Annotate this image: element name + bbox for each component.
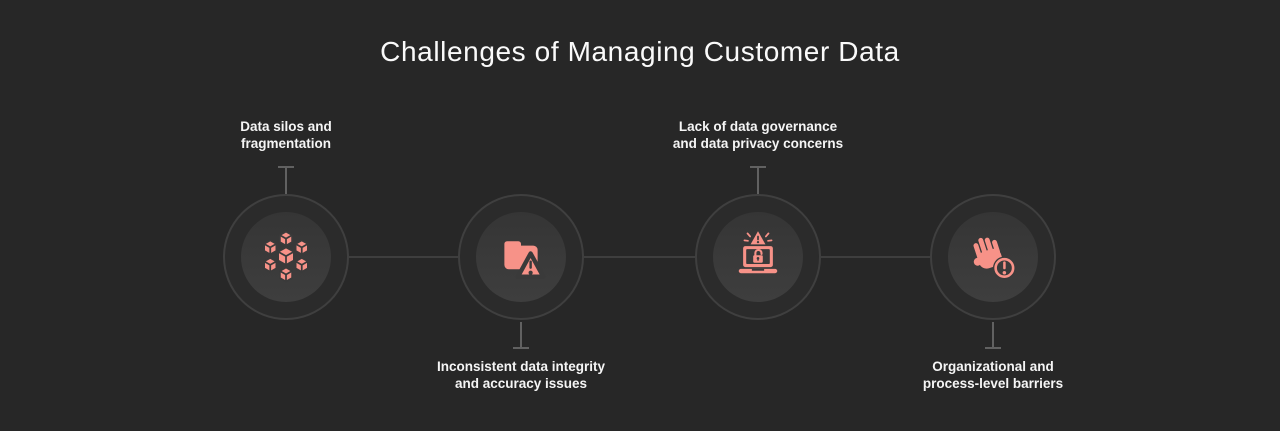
node-data-silos <box>223 194 349 320</box>
node-label-data-silos: Data silos and fragmentation <box>156 118 416 152</box>
stem-node-1 <box>278 166 294 194</box>
label-line: and accuracy issues <box>454 376 588 391</box>
label-line: fragmentation <box>240 136 331 151</box>
label-line: and data privacy concerns <box>672 136 844 151</box>
laptop-lock-warning-icon <box>738 231 778 274</box>
cubes-icon <box>263 230 309 283</box>
node-label-org-barriers: Organizational and process-level barrier… <box>863 358 1123 392</box>
node-data-integrity <box>458 194 584 320</box>
node-label-data-governance: Lack of data governance and data privacy… <box>628 118 888 152</box>
node-circle <box>241 212 331 302</box>
stem-node-3 <box>750 166 766 194</box>
node-data-governance <box>695 194 821 320</box>
node-circle <box>476 212 566 302</box>
connector-line <box>286 256 993 258</box>
label-line: Inconsistent data integrity <box>436 359 606 374</box>
hand-warning-icon <box>973 237 1016 280</box>
node-circle <box>713 212 803 302</box>
label-line: Organizational and <box>932 359 1054 374</box>
stem-node-4 <box>985 322 1001 349</box>
node-circle <box>948 212 1038 302</box>
folder-warning-icon <box>504 241 546 279</box>
stem-node-2 <box>513 322 529 349</box>
label-line: process-level barriers <box>922 376 1064 391</box>
node-label-data-integrity: Inconsistent data integrity and accuracy… <box>391 358 651 392</box>
page-title: Challenges of Managing Customer Data <box>380 36 900 67</box>
label-line: Data silos and <box>240 119 332 134</box>
node-org-barriers <box>930 194 1056 320</box>
label-line: Lack of data governance <box>678 119 838 134</box>
